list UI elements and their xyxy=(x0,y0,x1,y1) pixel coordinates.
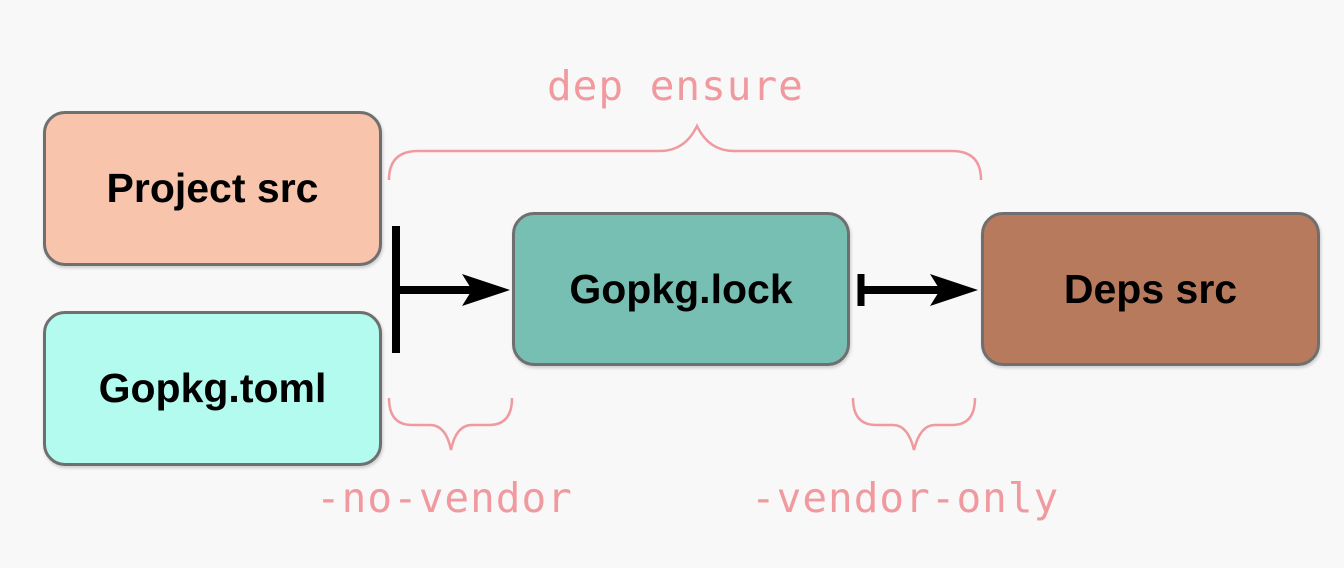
no-vendor-label: -no-vendor xyxy=(316,474,573,522)
dep-ensure-brace xyxy=(387,123,983,181)
no-vendor-brace xyxy=(387,397,514,451)
dep-ensure-label: dep ensure xyxy=(547,62,804,110)
vendor-only-label: -vendor-only xyxy=(751,474,1060,522)
node-deps-src: Deps src xyxy=(981,212,1320,366)
node-project-src: Project src xyxy=(43,111,382,266)
node-gopkg-lock: Gopkg.lock xyxy=(512,212,850,366)
arrow-to-deps-src-head xyxy=(930,274,978,306)
node-gopkg-toml-label: Gopkg.toml xyxy=(98,365,327,411)
arrow-to-gopkg-lock-head xyxy=(462,274,510,306)
vendor-only-brace xyxy=(851,397,977,451)
node-project-src-label: Project src xyxy=(106,165,319,211)
node-gopkg-lock-label: Gopkg.lock xyxy=(569,265,793,312)
node-gopkg-toml: Gopkg.toml xyxy=(43,311,382,466)
node-deps-src-label: Deps src xyxy=(1063,265,1238,312)
